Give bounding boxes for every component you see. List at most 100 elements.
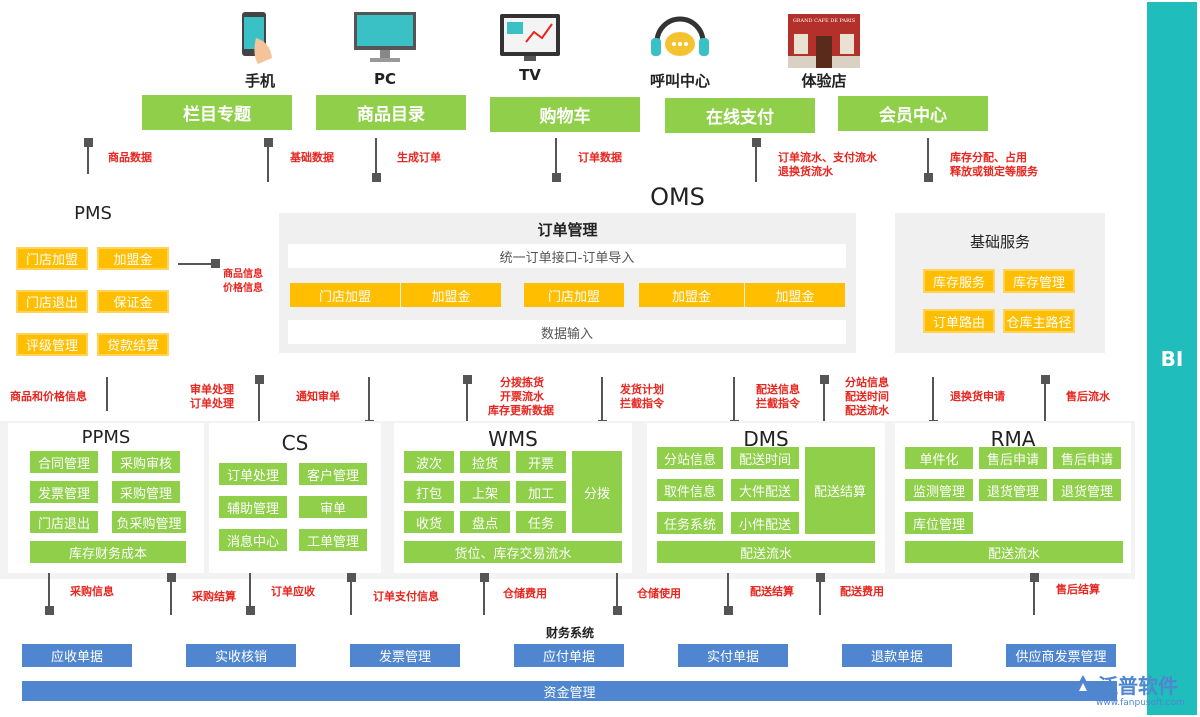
connector-node [84, 138, 93, 147]
flow-label: 审单处理 [190, 383, 234, 396]
basic-service-button: 库存管理 [1003, 269, 1075, 293]
connector-line [87, 146, 89, 174]
connector-line [823, 383, 825, 421]
wms-button: 收货 [404, 511, 454, 533]
desktop-monitor-icon [354, 12, 416, 62]
flow-label: 订单应收 [271, 585, 315, 598]
flow-label: 开票流水 [500, 390, 544, 403]
rma-button: 售后申请 [1053, 447, 1121, 469]
connector-line [616, 573, 618, 609]
connector-node [1041, 375, 1050, 384]
connector-line [375, 138, 377, 174]
basic-service-button: 仓库主路径 [1003, 309, 1075, 333]
rma-panel: RMA 单件化 售后申请 售后申请 监测管理 退货管理 退货管理 库位管理 配送… [895, 423, 1131, 573]
connector-line [106, 377, 108, 411]
finance-button: 发票管理 [350, 644, 460, 667]
wms-button: 上架 [460, 481, 510, 503]
dms-button: 任务系统 [657, 512, 723, 534]
flow-label: 库存更新数据 [488, 404, 554, 417]
oms-button: 门店加盟 [524, 283, 624, 307]
connector-node [264, 138, 273, 147]
flow-label: 配送结算 [750, 585, 794, 598]
flow-label: 生成订单 [397, 151, 441, 164]
ppms-button: 负采购管理 [112, 511, 186, 533]
logo-name: 泛普软件 [1098, 674, 1178, 698]
connector-line [466, 383, 468, 421]
pms-button: 门店退出 [16, 290, 88, 313]
store-sign-text: GRAND CAFE DE PARIS [792, 18, 856, 24]
basic-service-panel: 基础服务 库存服务 库存管理 订单路由 仓库主路径 [895, 213, 1105, 353]
flow-label: 拦截指令 [620, 397, 664, 410]
finance-button: 实收核销 [186, 644, 296, 667]
connector-line [258, 383, 260, 421]
logo-url: www.fanpusoft.com [1096, 698, 1185, 708]
dms-panel: DMS 分站信息 配送时间 取件信息 大件配送 任务系统 小件配送 配送结算 配… [647, 423, 885, 573]
connector-line [368, 377, 370, 421]
flow-label: 仓储费用 [503, 587, 547, 600]
channel-pc: PC [350, 10, 420, 88]
fund-management-bar: 资金管理 [22, 681, 1117, 701]
wms-panel: WMS 波次 捡货 开票 打包 上架 加工 收货 盘点 任务 分拨 货位、库存交… [394, 423, 632, 573]
connector-node [372, 173, 381, 182]
oms-button: 加盟金 [639, 283, 744, 307]
connector-node [820, 375, 829, 384]
cs-button: 消息中心 [219, 529, 287, 551]
channel-label: 呼叫中心 [649, 72, 710, 90]
connector-node [167, 573, 176, 582]
pms-button: 贷款结算 [97, 333, 169, 356]
flow-label: 采购信息 [70, 585, 114, 598]
brand-logo: 泛普软件 www.fanpusoft.com [1070, 668, 1195, 712]
connector-node [463, 375, 472, 384]
cs-button: 订单处理 [219, 463, 287, 485]
flow-label: 价格信息 [223, 283, 263, 294]
pms-button: 门店加盟 [16, 247, 88, 270]
channel-label: TV [519, 66, 541, 84]
channel-label: PC [373, 70, 396, 88]
wms-bottom-bar: 货位、库存交易流水 [404, 541, 622, 563]
cs-button: 客户管理 [299, 463, 367, 485]
pms-button: 评级管理 [16, 333, 88, 356]
dms-button: 小件配送 [731, 512, 799, 534]
flow-label: 配送流水 [845, 404, 889, 417]
wms-side-block: 分拨 [572, 451, 622, 533]
connector-line [727, 573, 729, 609]
finance-title: 财务系统 [545, 626, 594, 640]
connector-line [1044, 383, 1046, 421]
ppms-title: PPMS [81, 427, 131, 448]
pms-button: 保证金 [97, 290, 169, 313]
channel-label: 体验店 [801, 72, 847, 90]
channel-label: 手机 [244, 72, 275, 90]
flow-label: 商品信息 [223, 269, 263, 280]
flow-label: 商品和价格信息 [10, 390, 87, 403]
finance-button: 应收单据 [22, 644, 132, 667]
basic-service-button: 订单路由 [923, 309, 995, 333]
flow-label: 订单支付信息 [373, 590, 439, 603]
channel-call-center: 呼叫中心 [645, 10, 715, 90]
connector-node [816, 573, 825, 582]
connector-line [932, 377, 934, 421]
dms-button: 取件信息 [657, 479, 723, 501]
flow-label: 订单数据 [578, 151, 622, 164]
cs-title: CS [281, 431, 309, 455]
connector-line [927, 138, 929, 174]
rma-button: 库位管理 [905, 512, 973, 534]
flow-label: 通知审单 [296, 390, 340, 403]
flow-label: 拦截指令 [756, 397, 800, 410]
wms-button: 打包 [404, 481, 454, 503]
flow-label: 分站信息 [845, 376, 889, 389]
rma-button: 售后申请 [979, 447, 1047, 469]
logo-icon [1074, 675, 1092, 691]
wms-button: 捡货 [460, 451, 510, 473]
store-front-icon [788, 14, 860, 68]
connector-line [249, 573, 251, 609]
connector-node [613, 606, 622, 615]
connector-line [483, 581, 485, 615]
wms-title: WMS [488, 427, 538, 451]
flow-label: 配送时间 [845, 390, 889, 403]
flow-label: 售后结算 [1056, 583, 1100, 596]
connector-line [555, 138, 557, 174]
ppms-button: 门店退出 [30, 511, 98, 533]
pms-button: 加盟金 [97, 247, 169, 270]
flow-label: 发货计划 [620, 383, 664, 396]
flow-label: 采购结算 [192, 590, 236, 603]
